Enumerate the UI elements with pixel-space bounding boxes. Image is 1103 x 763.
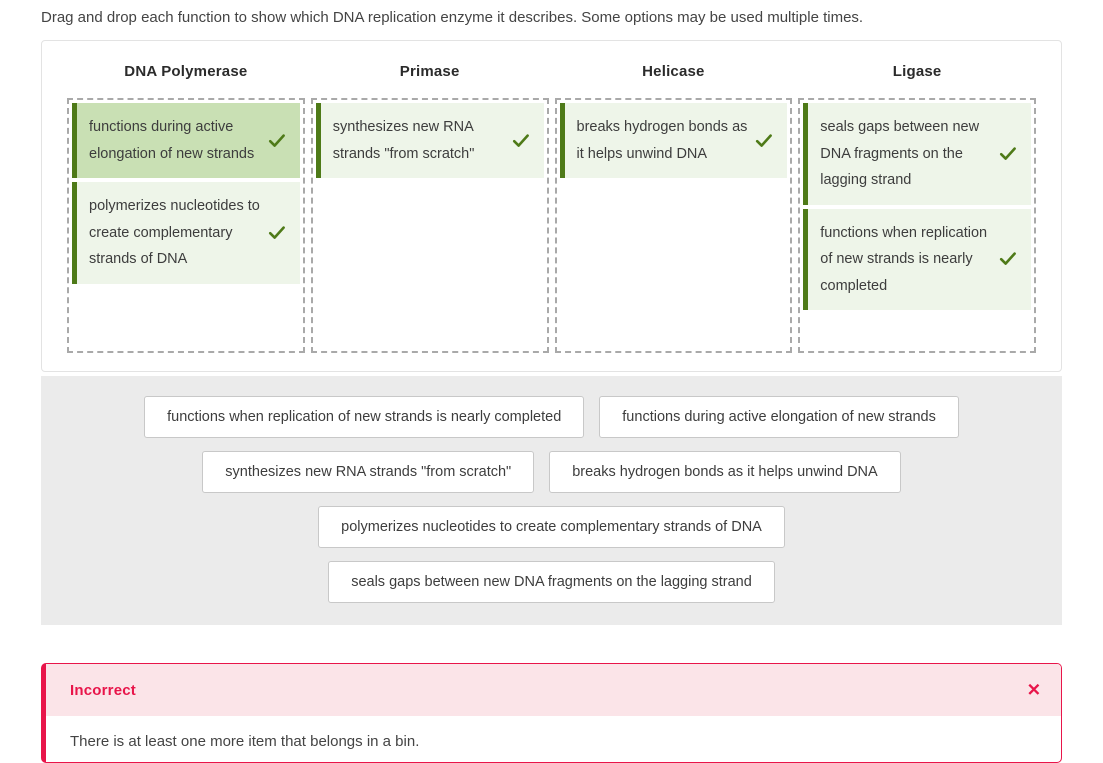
dropped-item[interactable]: polymerizes nucleotides to create comple…: [72, 182, 300, 284]
draggable-option[interactable]: breaks hydrogen bonds as it helps unwind…: [549, 451, 901, 493]
check-icon: [268, 132, 286, 150]
dropped-item[interactable]: synthesizes new RNA strands "from scratc…: [315, 103, 544, 178]
check-icon: [999, 250, 1017, 268]
bin-column: DNA Polymerase functions during active el…: [64, 63, 308, 353]
alert-message: There is at least one more item that bel…: [70, 733, 420, 750]
draggable-option[interactable]: functions when replication of new strand…: [144, 396, 585, 438]
bin-title: DNA Polymerase: [124, 63, 248, 80]
activity-instruction: Drag and drop each function to show whic…: [41, 9, 864, 26]
check-icon: [512, 132, 530, 150]
bin-dropzone[interactable]: synthesizes new RNA strands "from scratc…: [310, 98, 549, 353]
option-bank-row: polymerizes nucleotides to create comple…: [57, 506, 1046, 548]
check-icon: [268, 224, 286, 242]
dropped-item[interactable]: functions when replication of new strand…: [803, 208, 1031, 310]
bin-dropzone[interactable]: seals gaps between new DNA fragments on …: [798, 98, 1036, 353]
bin-dropzone[interactable]: breaks hydrogen bonds as it helps unwind…: [554, 98, 793, 353]
dropped-item[interactable]: functions during active elongation of ne…: [72, 103, 300, 178]
bin-title: Helicase: [642, 63, 705, 80]
check-icon: [999, 145, 1017, 163]
dropped-item[interactable]: seals gaps between new DNA fragments on …: [803, 103, 1031, 205]
option-bank-row: seals gaps between new DNA fragments on …: [57, 561, 1046, 603]
dropped-item-label: polymerizes nucleotides to create comple…: [89, 198, 260, 267]
draggable-option[interactable]: seals gaps between new DNA fragments on …: [328, 561, 775, 603]
dropped-item-label: seals gaps between new DNA fragments on …: [820, 119, 980, 188]
option-bank: functions when replication of new strand…: [41, 376, 1062, 625]
dropped-item[interactable]: breaks hydrogen bonds as it helps unwind…: [559, 103, 788, 178]
dropped-item-label: functions during active elongation of ne…: [89, 119, 255, 162]
bin-column: Primase synthesizes new RNA strands "from…: [308, 63, 552, 353]
dropped-item-label: synthesizes new RNA strands "from scratc…: [332, 119, 475, 162]
feedback-alert: Incorrect ✕ There is at least one more i…: [41, 663, 1062, 763]
close-icon[interactable]: ✕: [1021, 678, 1047, 703]
bin-title: Ligase: [892, 63, 942, 80]
bin-title: Primase: [399, 63, 460, 80]
option-bank-row: synthesizes new RNA strands "from scratc…: [57, 451, 1046, 493]
bins-card: DNA Polymerase functions during active el…: [41, 40, 1062, 372]
dropped-item-label: breaks hydrogen bonds as it helps unwind…: [576, 119, 748, 162]
bin-column: Ligase seals gaps between new DNA fragmen…: [795, 63, 1039, 353]
draggable-option[interactable]: functions during active elongation of ne…: [599, 396, 959, 438]
bin-column: Helicase breaks hydrogen bonds as it help…: [552, 63, 796, 353]
check-icon: [755, 132, 773, 150]
bin-columns: DNA Polymerase functions during active el…: [42, 41, 1061, 371]
option-bank-row: functions when replication of new strand…: [57, 396, 1046, 438]
dropped-item-label: functions when replication of new strand…: [820, 224, 988, 294]
alert-header: Incorrect ✕: [46, 664, 1061, 716]
alert-title: Incorrect: [70, 681, 136, 699]
draggable-option[interactable]: polymerizes nucleotides to create comple…: [318, 506, 785, 548]
draggable-option[interactable]: synthesizes new RNA strands "from scratc…: [202, 451, 535, 493]
bin-dropzone[interactable]: functions during active elongation of ne…: [67, 98, 305, 353]
